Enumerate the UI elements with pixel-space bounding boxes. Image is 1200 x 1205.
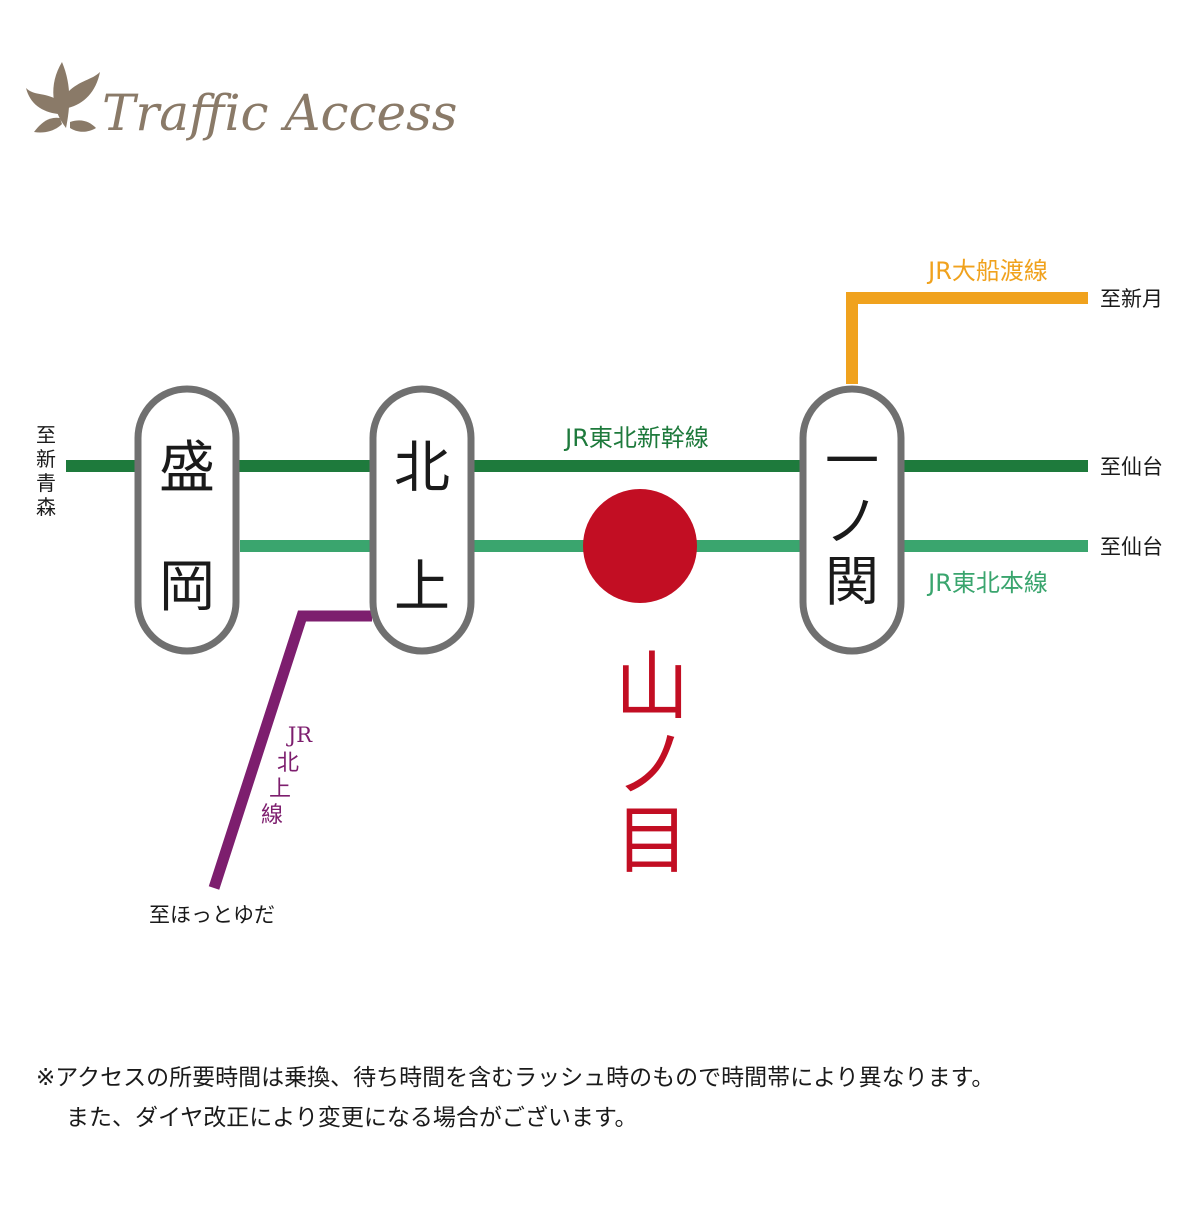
kitakami-label-char2: 北	[277, 751, 299, 776]
station-ichinoseki-char3: 関	[825, 550, 879, 613]
kitakami-track	[208, 610, 372, 890]
direction-shintsuki: 至新月	[1100, 287, 1163, 311]
direction-shin-aomori-char3: 青	[36, 471, 56, 495]
station-ichinoseki	[799, 385, 905, 655]
station-morioka-char1: 盛	[159, 436, 215, 501]
direction-sendai-shinkansen: 至仙台	[1100, 455, 1163, 479]
station-kitakami	[369, 385, 475, 655]
destination-marker	[583, 489, 697, 603]
destination-label-char1: 山	[615, 644, 689, 730]
kitakami-label-char1: JR	[286, 723, 313, 747]
leaf-ornament-icon	[26, 62, 100, 133]
station-ichinoseki-char1: 一	[825, 430, 879, 493]
kitakami-label-char4: 線	[261, 803, 283, 828]
station-kitakami-char2: 上	[394, 555, 450, 620]
destination-label-char2: ノ	[615, 722, 689, 808]
station-kitakami-char1: 北	[394, 436, 450, 501]
ofunato-label: JR大船渡線	[926, 257, 1048, 285]
page-title: Traffic Access	[102, 84, 457, 142]
footnote-line-1: ※アクセスの所要時間は乗換、待ち時間を含むラッシュ時のもので時間帯により異なりま…	[36, 1065, 995, 1091]
ofunato-track	[846, 292, 1088, 384]
station-ichinoseki-char2: ノ	[825, 490, 879, 553]
direction-sendai-honsen: 至仙台	[1100, 535, 1163, 559]
direction-shin-aomori-char1: 至	[36, 423, 56, 447]
kitakami-label-char3: 上	[269, 777, 291, 802]
direction-hottoyuda: 至ほっとゆだ	[149, 903, 275, 927]
station-morioka	[134, 385, 240, 655]
destination-label-char3: 目	[615, 798, 689, 884]
shinkansen-label: JR東北新幹線	[563, 424, 709, 452]
honsen-label: JR東北本線	[926, 569, 1048, 597]
footnote-line-2: また、ダイヤ改正により変更になる場合がございます。	[66, 1105, 638, 1131]
direction-shin-aomori-char4: 森	[36, 495, 56, 519]
footnote: ※アクセスの所要時間は乗換、待ち時間を含むラッシュ時のもので時間帯により異なりま…	[36, 1058, 1176, 1138]
direction-shin-aomori-char2: 新	[36, 447, 56, 471]
station-morioka-char2: 岡	[159, 555, 215, 620]
